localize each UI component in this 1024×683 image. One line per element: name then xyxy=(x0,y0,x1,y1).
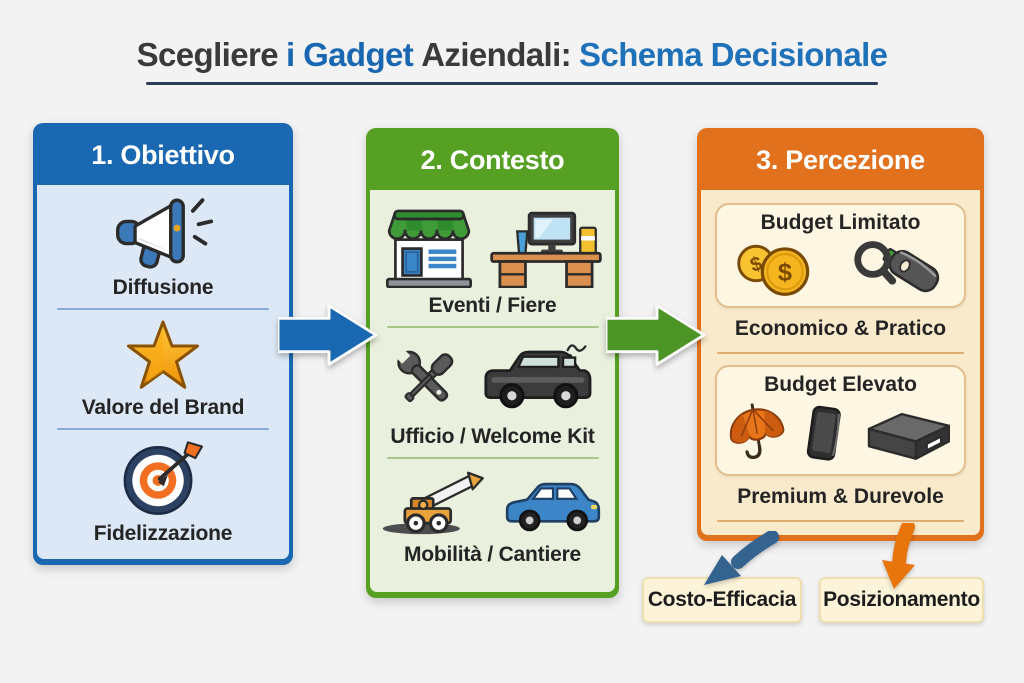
target-icon xyxy=(123,441,204,515)
flow-arrow-obiettivo-contesto xyxy=(278,304,378,366)
car-icon xyxy=(505,482,600,532)
budget-elevato-box: Budget Elevato xyxy=(715,365,966,476)
megaphone-icon xyxy=(116,198,214,269)
coins-icon: $ $ xyxy=(737,244,810,296)
column-percezione: 3. Percezione Budget Limitato $ $ xyxy=(697,128,984,541)
flow-arrow-contesto-percezione xyxy=(606,304,706,366)
item-label-eventi-fiere: Eventi / Fiere xyxy=(428,294,557,317)
arrow-to-posizionamento xyxy=(882,523,915,589)
star-icon xyxy=(127,320,199,389)
column-percezione-body: Budget Limitato $ $ xyxy=(701,190,980,535)
column-obiettivo-body: Diffusione Valore del Brand xyxy=(37,185,289,559)
magnifier-usb-icon xyxy=(853,241,939,293)
outcome-posizionamento: Posizionamento xyxy=(819,577,984,623)
powerbank-icon xyxy=(867,412,950,460)
svg-text:$: $ xyxy=(778,259,792,287)
result-label-premium-durevole: Premium & Durevole xyxy=(737,485,944,508)
column-obiettivo-header: 1. Obiettivo xyxy=(91,140,235,170)
tools-icon xyxy=(393,347,453,403)
budget-limitato-title: Budget Limitato xyxy=(760,211,921,234)
column-percezione-header: 3. Percezione xyxy=(756,145,925,175)
column-obiettivo: 1. Obiettivo Diffusione xyxy=(33,123,293,565)
item-label-diffusione: Diffusione xyxy=(112,276,214,299)
divider xyxy=(57,308,269,310)
storefront-icon xyxy=(385,209,472,288)
divider xyxy=(386,326,599,328)
item-label-ufficio-welcome-kit: Ufficio / Welcome Kit xyxy=(390,425,595,448)
title-part-1: Scegliere xyxy=(136,36,279,73)
title-part-4: Schema Decisionale xyxy=(579,36,888,73)
title-part-2: i Gadget xyxy=(285,36,414,73)
divider xyxy=(386,457,599,459)
arrow-to-costo-efficacia xyxy=(704,531,779,585)
divider xyxy=(717,352,964,354)
outcome-costo-efficacia: Costo-Efficacia xyxy=(642,577,802,623)
phone-icon xyxy=(807,405,842,461)
item-label-mobilita-cantiere: Mobilità / Cantiere xyxy=(403,543,582,566)
title-part-3: Aziendali: xyxy=(421,36,572,73)
divider xyxy=(57,428,269,430)
column-contesto: 2. Contesto xyxy=(366,128,619,598)
budget-elevato-title: Budget Elevato xyxy=(764,373,917,396)
item-label-fidelizzazione: Fidelizzazione xyxy=(93,522,233,545)
item-label-valore-brand: Valore del Brand xyxy=(81,396,245,419)
umbrella-icon xyxy=(729,403,785,460)
crane-truck-icon xyxy=(382,471,484,535)
budget-limitato-box: Budget Limitato $ $ xyxy=(715,203,966,308)
result-label-economico-pratico: Economico & Pratico xyxy=(734,317,947,340)
divider xyxy=(717,520,964,522)
column-contesto-body: Eventi / Fiere xyxy=(370,190,615,592)
column-contesto-header: 2. Contesto xyxy=(420,145,565,175)
suv-icon xyxy=(483,344,591,409)
title-underline xyxy=(146,82,878,85)
office-desk-icon xyxy=(489,211,602,288)
